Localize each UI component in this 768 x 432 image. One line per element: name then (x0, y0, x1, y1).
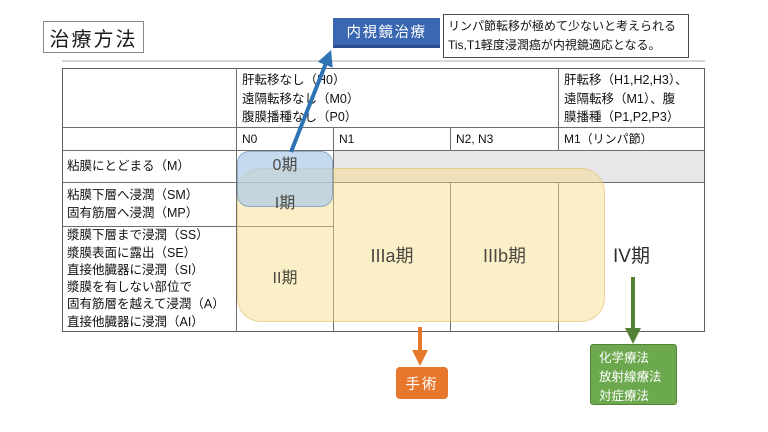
endoscopy-treatment-box: 内視鏡治療 (333, 18, 440, 48)
advanced-treatment-box: 化学療法 放射線療法 対症療法 (590, 344, 677, 405)
col-header-n0: N0 (237, 128, 334, 151)
header-empty-cell (63, 69, 237, 128)
stage-3a-label: IIIa期 (370, 246, 414, 267)
col-header-n2n3: N2, N3 (451, 128, 559, 151)
header-metastasis: 肝転移（H1,H2,H3）、 遠隔転移（M1）、腹 膜播種（P1,P2,P3） (559, 69, 704, 128)
subheader-empty-cell (63, 128, 237, 151)
divider-line (62, 60, 705, 62)
col-header-m1: M1（リンパ節） (559, 128, 704, 151)
stage-4-label: IV期 (613, 245, 650, 267)
page-title: 治療方法 (43, 21, 144, 53)
row-label-mucosa: 粘膜にとどまる（M） (63, 151, 237, 183)
stage-4-cell: IV期 (559, 183, 704, 331)
mucosa-gray-band (334, 151, 704, 183)
endoscopy-note: リンパ節転移が極めて少ないと考えられる Tis,T1軽度浸潤癌が内視鏡適応となる… (443, 14, 689, 58)
stage-2-cell: II期 (237, 227, 334, 331)
stage-2-label: II期 (272, 269, 298, 287)
staging-table: 肝転移なし（H0） 遠隔転移なし（M0） 腹膜播種なし（P0） 肝転移（H1,H… (62, 68, 705, 332)
stage-1-label: I期 (274, 195, 296, 213)
stage-3b-label: IIIb期 (482, 246, 526, 267)
row-label-submucosa: 粘膜下層へ浸潤（SM） 固有筋層へ浸潤（MP） (63, 183, 237, 227)
col-header-n1: N1 (334, 128, 451, 151)
stage-0-label: 0期 (272, 157, 298, 175)
stage-1-cell: I期 (237, 183, 334, 227)
endoscopy-stage-region-overlay (237, 151, 333, 207)
stage-3a-cell: IIIa期 (334, 183, 451, 331)
surgery-box: 手術 (396, 367, 448, 399)
stage-3b-cell: IIIb期 (451, 183, 559, 331)
header-no-metastasis: 肝転移なし（H0） 遠隔転移なし（M0） 腹膜播種なし（P0） (237, 69, 559, 128)
row-label-serosa: 漿膜下層まで浸潤（SS） 漿膜表面に露出（SE） 直接他臓器に浸潤（SI） 漿膜… (63, 227, 237, 331)
